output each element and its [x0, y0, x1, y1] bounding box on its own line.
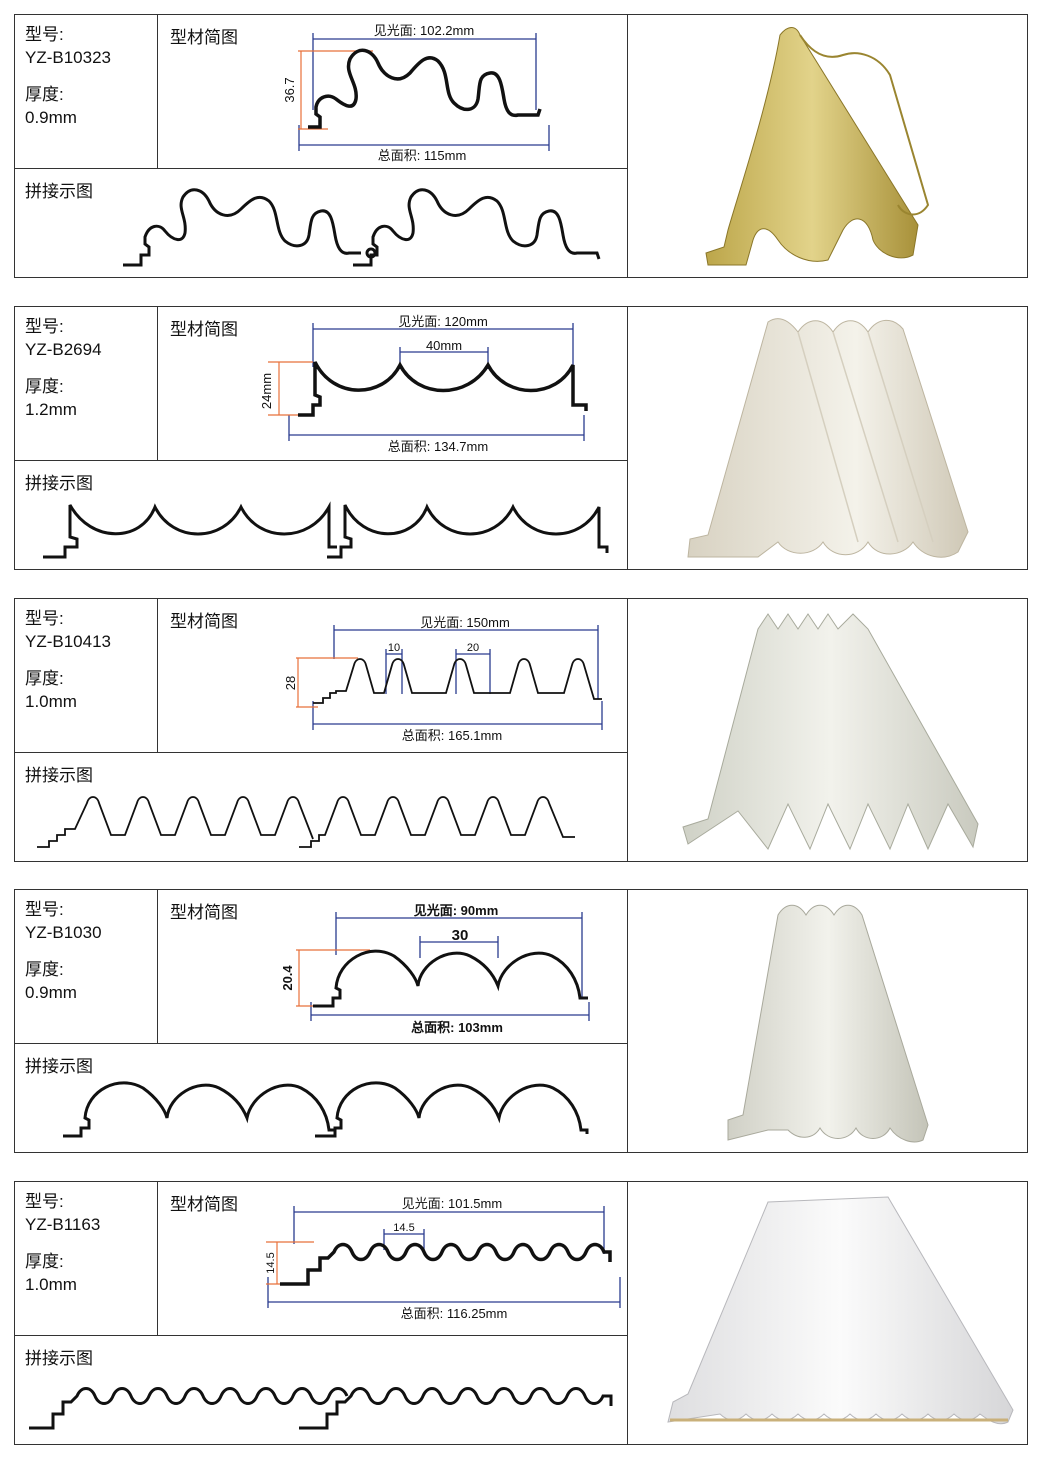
splice-cell: 拼接示图	[15, 1044, 628, 1152]
product-card-4: 型号: YZ-B1030 厚度: 0.9mm 型材简图 见光面: 90mm 30…	[14, 889, 1028, 1153]
thickness-value: 0.9mm	[25, 983, 77, 1002]
model-value: YZ-B2694	[25, 340, 102, 359]
profile-cell: 型材简图 见光面: 120mm 40mm 总面积: 134.7mm 24mm	[158, 307, 628, 461]
profile-diagram: 见光面: 120mm 40mm 总面积: 134.7mm 24mm	[259, 314, 588, 454]
panel-photo	[727, 904, 929, 1143]
profile-label: 型材简图	[170, 28, 238, 47]
thickness-label: 厚度:	[25, 85, 64, 104]
splice-diagram	[37, 796, 575, 848]
splice-label: 拼接示图	[25, 1057, 93, 1076]
dim-extra: 30	[452, 927, 469, 944]
thickness-value: 1.0mm	[25, 692, 77, 711]
visible-width: 见光面: 102.2mm	[374, 23, 474, 38]
splice-cell: 拼接示图	[15, 753, 628, 861]
thickness-label: 厚度:	[25, 1252, 64, 1271]
total-width: 总面积: 134.7mm	[388, 439, 488, 454]
thickness-value: 1.0mm	[25, 1275, 77, 1294]
dim-extra: 40mm	[426, 338, 462, 353]
visible-width: 见光面: 150mm	[420, 615, 510, 630]
panel-photo	[667, 1196, 1014, 1425]
splice-label: 拼接示图	[25, 766, 93, 785]
total-width: 总面积: 115mm	[378, 148, 467, 163]
thickness-label: 厚度:	[25, 960, 64, 979]
profile-label: 型材简图	[170, 1195, 238, 1214]
product-photo	[627, 599, 1027, 861]
dim-extra: 10	[388, 642, 400, 654]
profile-diagram: 见光面: 102.2mm 总面积: 115mm 36.7	[282, 23, 550, 163]
height-dim: 24mm	[259, 373, 274, 409]
info-cell: 型号: YZ-B10413 厚度: 1.0mm	[15, 599, 158, 753]
height-dim: 28	[283, 676, 298, 690]
height-dim: 36.7	[282, 77, 297, 102]
profile-label: 型材简图	[170, 612, 238, 631]
total-width: 总面积: 103mm	[411, 1020, 503, 1035]
splice-cell: 拼接示图	[15, 169, 628, 277]
splice-diagram	[43, 499, 609, 559]
visible-width: 见光面: 120mm	[398, 314, 488, 329]
model-label: 型号:	[25, 609, 64, 628]
product-photo	[627, 15, 1027, 277]
product-photo	[627, 307, 1027, 569]
profile-cell: 型材简图 见光面: 90mm 30 总面积: 103mm 20.4	[158, 890, 628, 1044]
thickness-label: 厚度:	[25, 669, 64, 688]
thickness-value: 0.9mm	[25, 108, 77, 127]
panel-photo	[687, 318, 969, 558]
profile-cell: 型材简图 见光面: 102.2mm 总面积: 115mm 36.7	[158, 15, 628, 169]
profile-label: 型材简图	[170, 903, 238, 922]
product-card-5: 型号: YZ-B1163 厚度: 1.0mm 型材简图 见光面: 101.5mm…	[14, 1181, 1028, 1445]
splice-label: 拼接示图	[25, 474, 93, 493]
profile-diagram: 见光面: 90mm 30 总面积: 103mm 20.4	[280, 903, 590, 1035]
info-cell: 型号: YZ-B1163 厚度: 1.0mm	[15, 1182, 158, 1336]
thickness-value: 1.2mm	[25, 400, 77, 419]
product-card-1: 型号: YZ-B10323 厚度: 0.9mm 型材简图 见光面: 102.2m…	[14, 14, 1028, 278]
profile-diagram: 见光面: 101.5mm 14.5 总面积: 116.25mm 14.5	[265, 1196, 621, 1321]
profile-cell: 型材简图 见光面: 150mm 10 20 总面积: 165.1mm 28	[158, 599, 628, 753]
visible-width: 见光面: 90mm	[414, 903, 499, 918]
info-cell: 型号: YZ-B10323 厚度: 0.9mm	[15, 15, 158, 169]
splice-cell: 拼接示图	[15, 461, 628, 569]
profile-diagram: 见光面: 150mm 10 20 总面积: 165.1mm 28	[283, 615, 603, 743]
total-width: 总面积: 116.25mm	[401, 1306, 508, 1321]
model-value: YZ-B1030	[25, 923, 102, 942]
splice-diagram	[123, 188, 601, 267]
product-card-3: 型号: YZ-B10413 厚度: 1.0mm 型材简图 见光面: 150mm …	[14, 598, 1028, 862]
dim-extra: 14.5	[393, 1222, 414, 1234]
product-photo	[627, 1182, 1027, 1444]
model-label: 型号:	[25, 317, 64, 336]
model-value: YZ-B10413	[25, 632, 111, 651]
splice-diagram	[63, 1081, 589, 1138]
model-label: 型号:	[25, 1192, 64, 1211]
profile-cell: 型材简图 见光面: 101.5mm 14.5 总面积: 116.25mm 14.…	[158, 1182, 628, 1336]
info-cell: 型号: YZ-B2694 厚度: 1.2mm	[15, 307, 158, 461]
product-card-2: 型号: YZ-B2694 厚度: 1.2mm 型材简图 见光面: 120mm 4…	[14, 306, 1028, 570]
splice-diagram	[29, 1387, 613, 1430]
info-cell: 型号: YZ-B1030 厚度: 0.9mm	[15, 890, 158, 1044]
height-dim: 20.4	[280, 965, 295, 991]
visible-width: 见光面: 101.5mm	[402, 1196, 502, 1211]
thickness-label: 厚度:	[25, 377, 64, 396]
total-width: 总面积: 165.1mm	[402, 728, 502, 743]
model-label: 型号:	[25, 900, 64, 919]
profile-label: 型材简图	[170, 320, 238, 339]
model-value: YZ-B10323	[25, 48, 111, 67]
model-value: YZ-B1163	[25, 1215, 101, 1234]
splice-label: 拼接示图	[25, 1349, 93, 1368]
splice-cell: 拼接示图	[15, 1336, 628, 1444]
panel-photo	[705, 27, 930, 266]
dim-extra: 20	[467, 642, 479, 654]
splice-label: 拼接示图	[25, 182, 93, 201]
height-dim: 14.5	[265, 1252, 277, 1273]
model-label: 型号:	[25, 25, 64, 44]
panel-photo	[682, 613, 979, 851]
product-photo	[627, 890, 1027, 1152]
